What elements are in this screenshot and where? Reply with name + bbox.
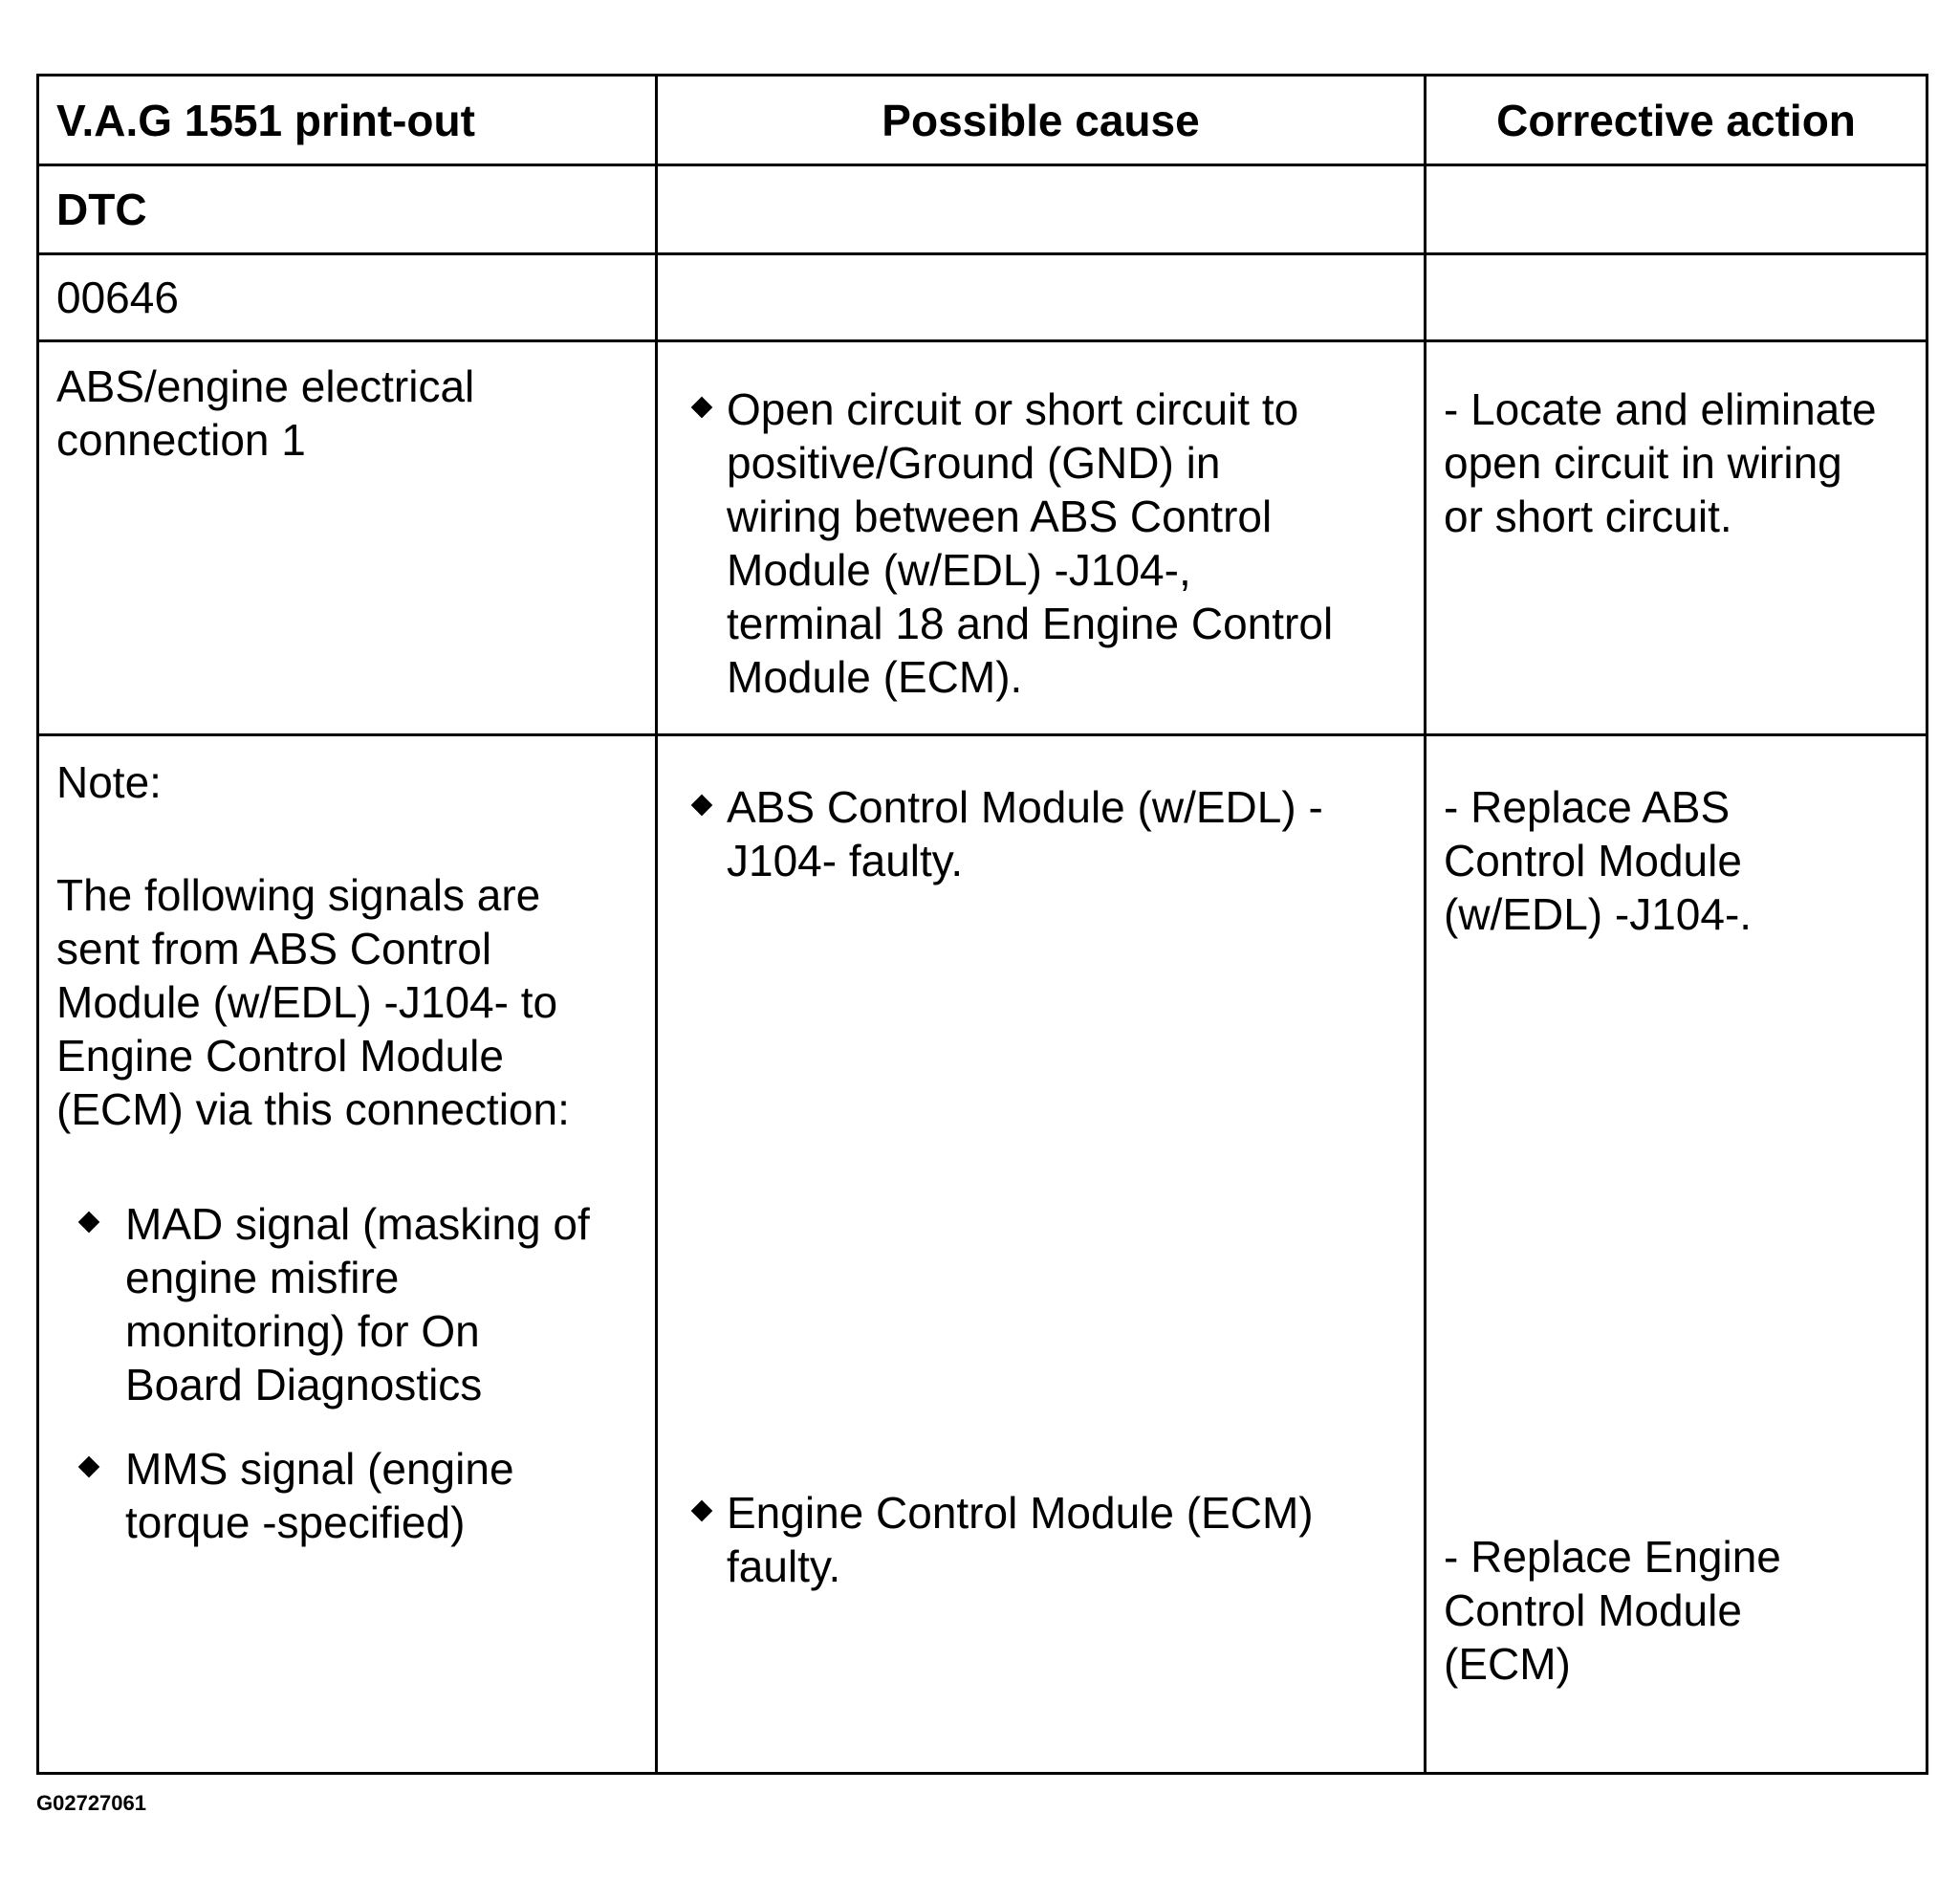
note-cause-cell: ABS Control Module (w/EDL) - J104- fault…	[655, 733, 1426, 1775]
empty-cell	[1424, 252, 1928, 342]
list-item: Engine Control Module (ECM) faulty.	[675, 1486, 1406, 1593]
action-line: (ECM)	[1444, 1639, 1571, 1689]
fault-cause-cell: Open circuit or short circuit to positiv…	[655, 339, 1426, 736]
signal-line: Board Diagnostics	[125, 1360, 483, 1409]
cause-block: ABS Control Module (w/EDL) - J104- fault…	[675, 736, 1406, 887]
cause-line: Open circuit or short circuit to	[727, 384, 1299, 434]
table-row: Note: The following signals are sent fro…	[36, 733, 1928, 1775]
signal-list: MAD signal (masking of engine misfire mo…	[56, 1197, 638, 1549]
signal-line: MAD signal (masking of	[125, 1199, 590, 1249]
empty-cell	[655, 252, 1426, 342]
diamond-bullet-icon	[77, 1455, 100, 1478]
cause-line: terminal 18 and Engine Control	[727, 599, 1334, 648]
action-line: (w/EDL) -J104-.	[1444, 889, 1753, 939]
action-line: - Replace ABS	[1444, 782, 1731, 832]
action-line: - Replace Engine	[1444, 1532, 1781, 1582]
table-header-row: V.A.G 1551 print-out Possible cause Corr…	[36, 74, 1928, 166]
action-line: open circuit in wiring	[1444, 438, 1842, 488]
diamond-bullet-icon	[690, 396, 713, 419]
cause-line: wiring between ABS Control	[727, 492, 1273, 541]
diamond-bullet-icon	[690, 794, 713, 817]
signal-line: engine misfire	[125, 1253, 400, 1302]
note-action-cell: - Replace ABS Control Module (w/EDL) -J1…	[1424, 733, 1928, 1775]
empty-cell	[655, 164, 1426, 255]
action-line: Control Module	[1444, 1585, 1742, 1635]
signal-line: torque -specified)	[125, 1497, 466, 1547]
dtc-code: 00646	[36, 252, 658, 342]
empty-cell	[1424, 164, 1928, 255]
note-body-line: (ECM) via this connection:	[56, 1084, 570, 1134]
fault-description-line: connection 1	[56, 415, 306, 465]
list-item: ABS Control Module (w/EDL) - J104- fault…	[675, 780, 1406, 887]
note-body-line: The following signals are	[56, 870, 541, 920]
cause-line: Module (ECM).	[727, 652, 1023, 702]
dtc-label: DTC	[36, 164, 658, 255]
note-body-line: sent from ABS Control	[56, 924, 492, 973]
cause-line: J104- faulty.	[727, 836, 964, 885]
action-block: - Replace Engine Control Module (ECM)	[1444, 1486, 1908, 1691]
diamond-bullet-icon	[690, 1499, 713, 1522]
signal-line: MMS signal (engine	[125, 1444, 514, 1494]
table-row: 00646	[36, 252, 1928, 342]
fault-action-cell: - Locate and eliminate open circuit in w…	[1424, 339, 1928, 736]
cause-block: Engine Control Module (ECM) faulty.	[675, 1442, 1406, 1593]
fault-description-cell: ABS/engine electrical connection 1	[36, 339, 658, 736]
action-line: Control Module	[1444, 836, 1742, 885]
table-row: ABS/engine electrical connection 1 Open …	[36, 339, 1928, 736]
header-possible-cause: Possible cause	[655, 74, 1426, 166]
figure-id: G02727061	[36, 1791, 146, 1815]
signal-line: monitoring) for On	[125, 1306, 480, 1356]
table-row: DTC	[36, 164, 1928, 255]
list-item: MMS signal (engine torque -specified)	[56, 1442, 638, 1549]
header-corrective-action: Corrective action	[1424, 74, 1928, 166]
action-line: - Locate and eliminate	[1444, 384, 1877, 434]
note-cell: Note: The following signals are sent fro…	[36, 733, 658, 1775]
diamond-bullet-icon	[77, 1211, 100, 1234]
header-printout: V.A.G 1551 print-out	[36, 74, 658, 166]
cause-line: faulty.	[727, 1541, 841, 1591]
list-item: MAD signal (masking of engine misfire mo…	[56, 1197, 638, 1411]
cause-line: positive/Ground (GND) in	[727, 438, 1221, 488]
note-label: Note:	[56, 757, 162, 807]
action-block: - Replace ABS Control Module (w/EDL) -J1…	[1444, 736, 1908, 941]
dtc-table: V.A.G 1551 print-out Possible cause Corr…	[36, 74, 1928, 1775]
note-body-line: Module (w/EDL) -J104- to	[56, 977, 558, 1027]
list-item: Open circuit or short circuit to positiv…	[675, 382, 1406, 704]
fault-description-line: ABS/engine electrical	[56, 361, 475, 411]
cause-line: Module (w/EDL) -J104-,	[727, 545, 1191, 595]
cause-line: ABS Control Module (w/EDL) -	[727, 782, 1323, 832]
note-body-line: Engine Control Module	[56, 1031, 504, 1081]
cause-line: Engine Control Module (ECM)	[727, 1488, 1314, 1538]
note-body: The following signals are sent from ABS …	[56, 868, 638, 1136]
action-line: or short circuit.	[1444, 492, 1732, 541]
